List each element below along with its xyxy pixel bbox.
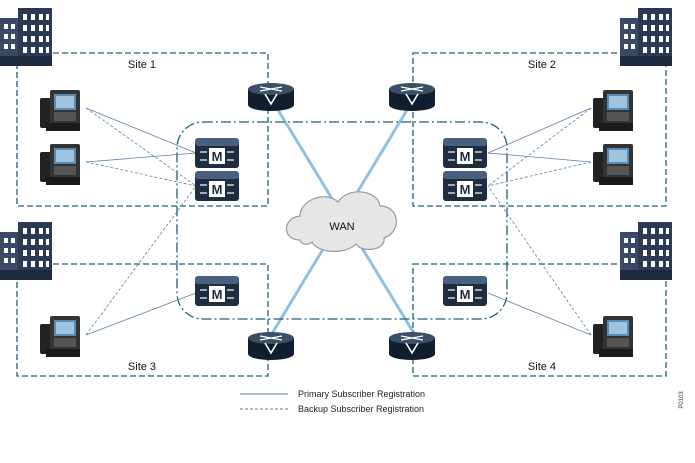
legend-backup-label: Backup Subscriber Registration xyxy=(298,404,424,414)
figure-id: P0103 xyxy=(679,391,685,409)
site-1-label: Site 1 xyxy=(128,59,156,71)
router-icon xyxy=(247,82,295,112)
site-1-boundary xyxy=(16,52,269,207)
building-icon xyxy=(620,222,672,280)
call-manager-server-icon xyxy=(442,137,488,169)
call-manager-server-icon xyxy=(194,275,240,307)
site-boundaries xyxy=(16,52,667,377)
wan-label: WAN xyxy=(329,221,354,233)
legend-primary-label: Primary Subscriber Registration xyxy=(298,389,425,399)
call-manager-server-icon xyxy=(194,170,240,202)
legend: Primary Subscriber Registration Backup S… xyxy=(240,389,425,414)
ip-phone-icon xyxy=(593,316,633,357)
site-2-boundary xyxy=(412,52,667,207)
site-2-label: Site 2 xyxy=(528,59,556,71)
ip-phone-icon xyxy=(593,90,633,131)
router-icon xyxy=(388,331,436,361)
router-icon xyxy=(388,82,436,112)
call-manager-server-icon xyxy=(442,275,488,307)
ip-phone-icon xyxy=(40,90,80,131)
building-icon xyxy=(0,8,52,66)
call-manager-server-icon xyxy=(194,137,240,169)
site-4-boundary xyxy=(412,263,667,377)
wan-cloud-icon: WAN xyxy=(285,191,397,252)
site-3-boundary xyxy=(16,263,269,377)
call-manager-server-icon xyxy=(442,170,488,202)
ip-phone-icon xyxy=(40,316,80,357)
cluster-boundary xyxy=(176,121,508,320)
building-icon xyxy=(620,8,672,66)
ip-phone-icon xyxy=(593,144,633,185)
ip-phone-icon xyxy=(40,144,80,185)
router-icon xyxy=(247,331,295,361)
site-4-label: Site 4 xyxy=(528,361,556,373)
site-3-label: Site 3 xyxy=(128,361,156,373)
registration-lines xyxy=(85,107,592,336)
building-icon xyxy=(0,222,52,280)
